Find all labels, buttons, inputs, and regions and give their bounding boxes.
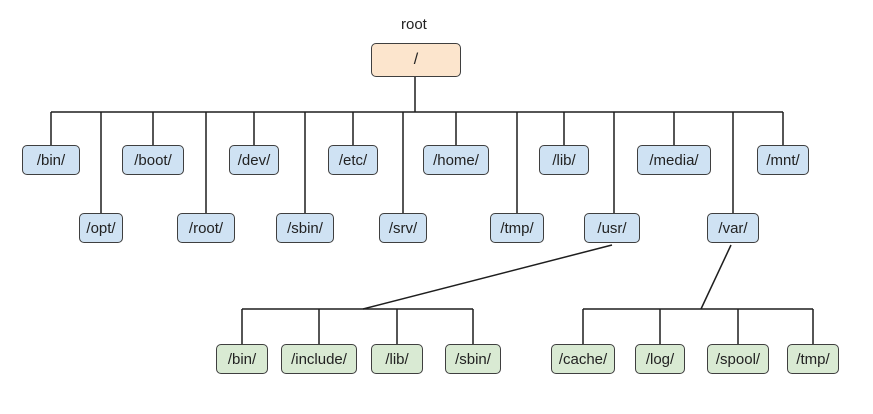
node-bin: /bin/: [22, 145, 80, 175]
usr-node-include: /include/: [281, 344, 357, 374]
node-home: /home/: [423, 145, 489, 175]
node-var: /var/: [707, 213, 759, 243]
root-node: /: [371, 43, 461, 77]
node-boot: /boot/: [122, 145, 184, 175]
node-dev: /dev/: [229, 145, 279, 175]
node-root: /root/: [177, 213, 235, 243]
var-node-cache: /cache/: [551, 344, 615, 374]
node-tmp: /tmp/: [490, 213, 544, 243]
var-node-spool: /spool/: [707, 344, 769, 374]
node-srv: /srv/: [379, 213, 427, 243]
node-mnt: /mnt/: [757, 145, 809, 175]
usr-node-bin: /bin/: [216, 344, 268, 374]
node-usr: /usr/: [584, 213, 640, 243]
node-opt: /opt/: [79, 213, 123, 243]
var-node-log: /log/: [635, 344, 685, 374]
usr-node-lib: /lib/: [371, 344, 423, 374]
node-sbin: /sbin/: [276, 213, 334, 243]
connector: [362, 244, 613, 310]
connector: [700, 244, 732, 310]
node-etc: /etc/: [328, 145, 378, 175]
var-node-tmp: /tmp/: [787, 344, 839, 374]
node-media: /media/: [637, 145, 711, 175]
root-caption: root: [401, 16, 427, 33]
node-lib: /lib/: [539, 145, 589, 175]
usr-node-sbin: /sbin/: [445, 344, 501, 374]
